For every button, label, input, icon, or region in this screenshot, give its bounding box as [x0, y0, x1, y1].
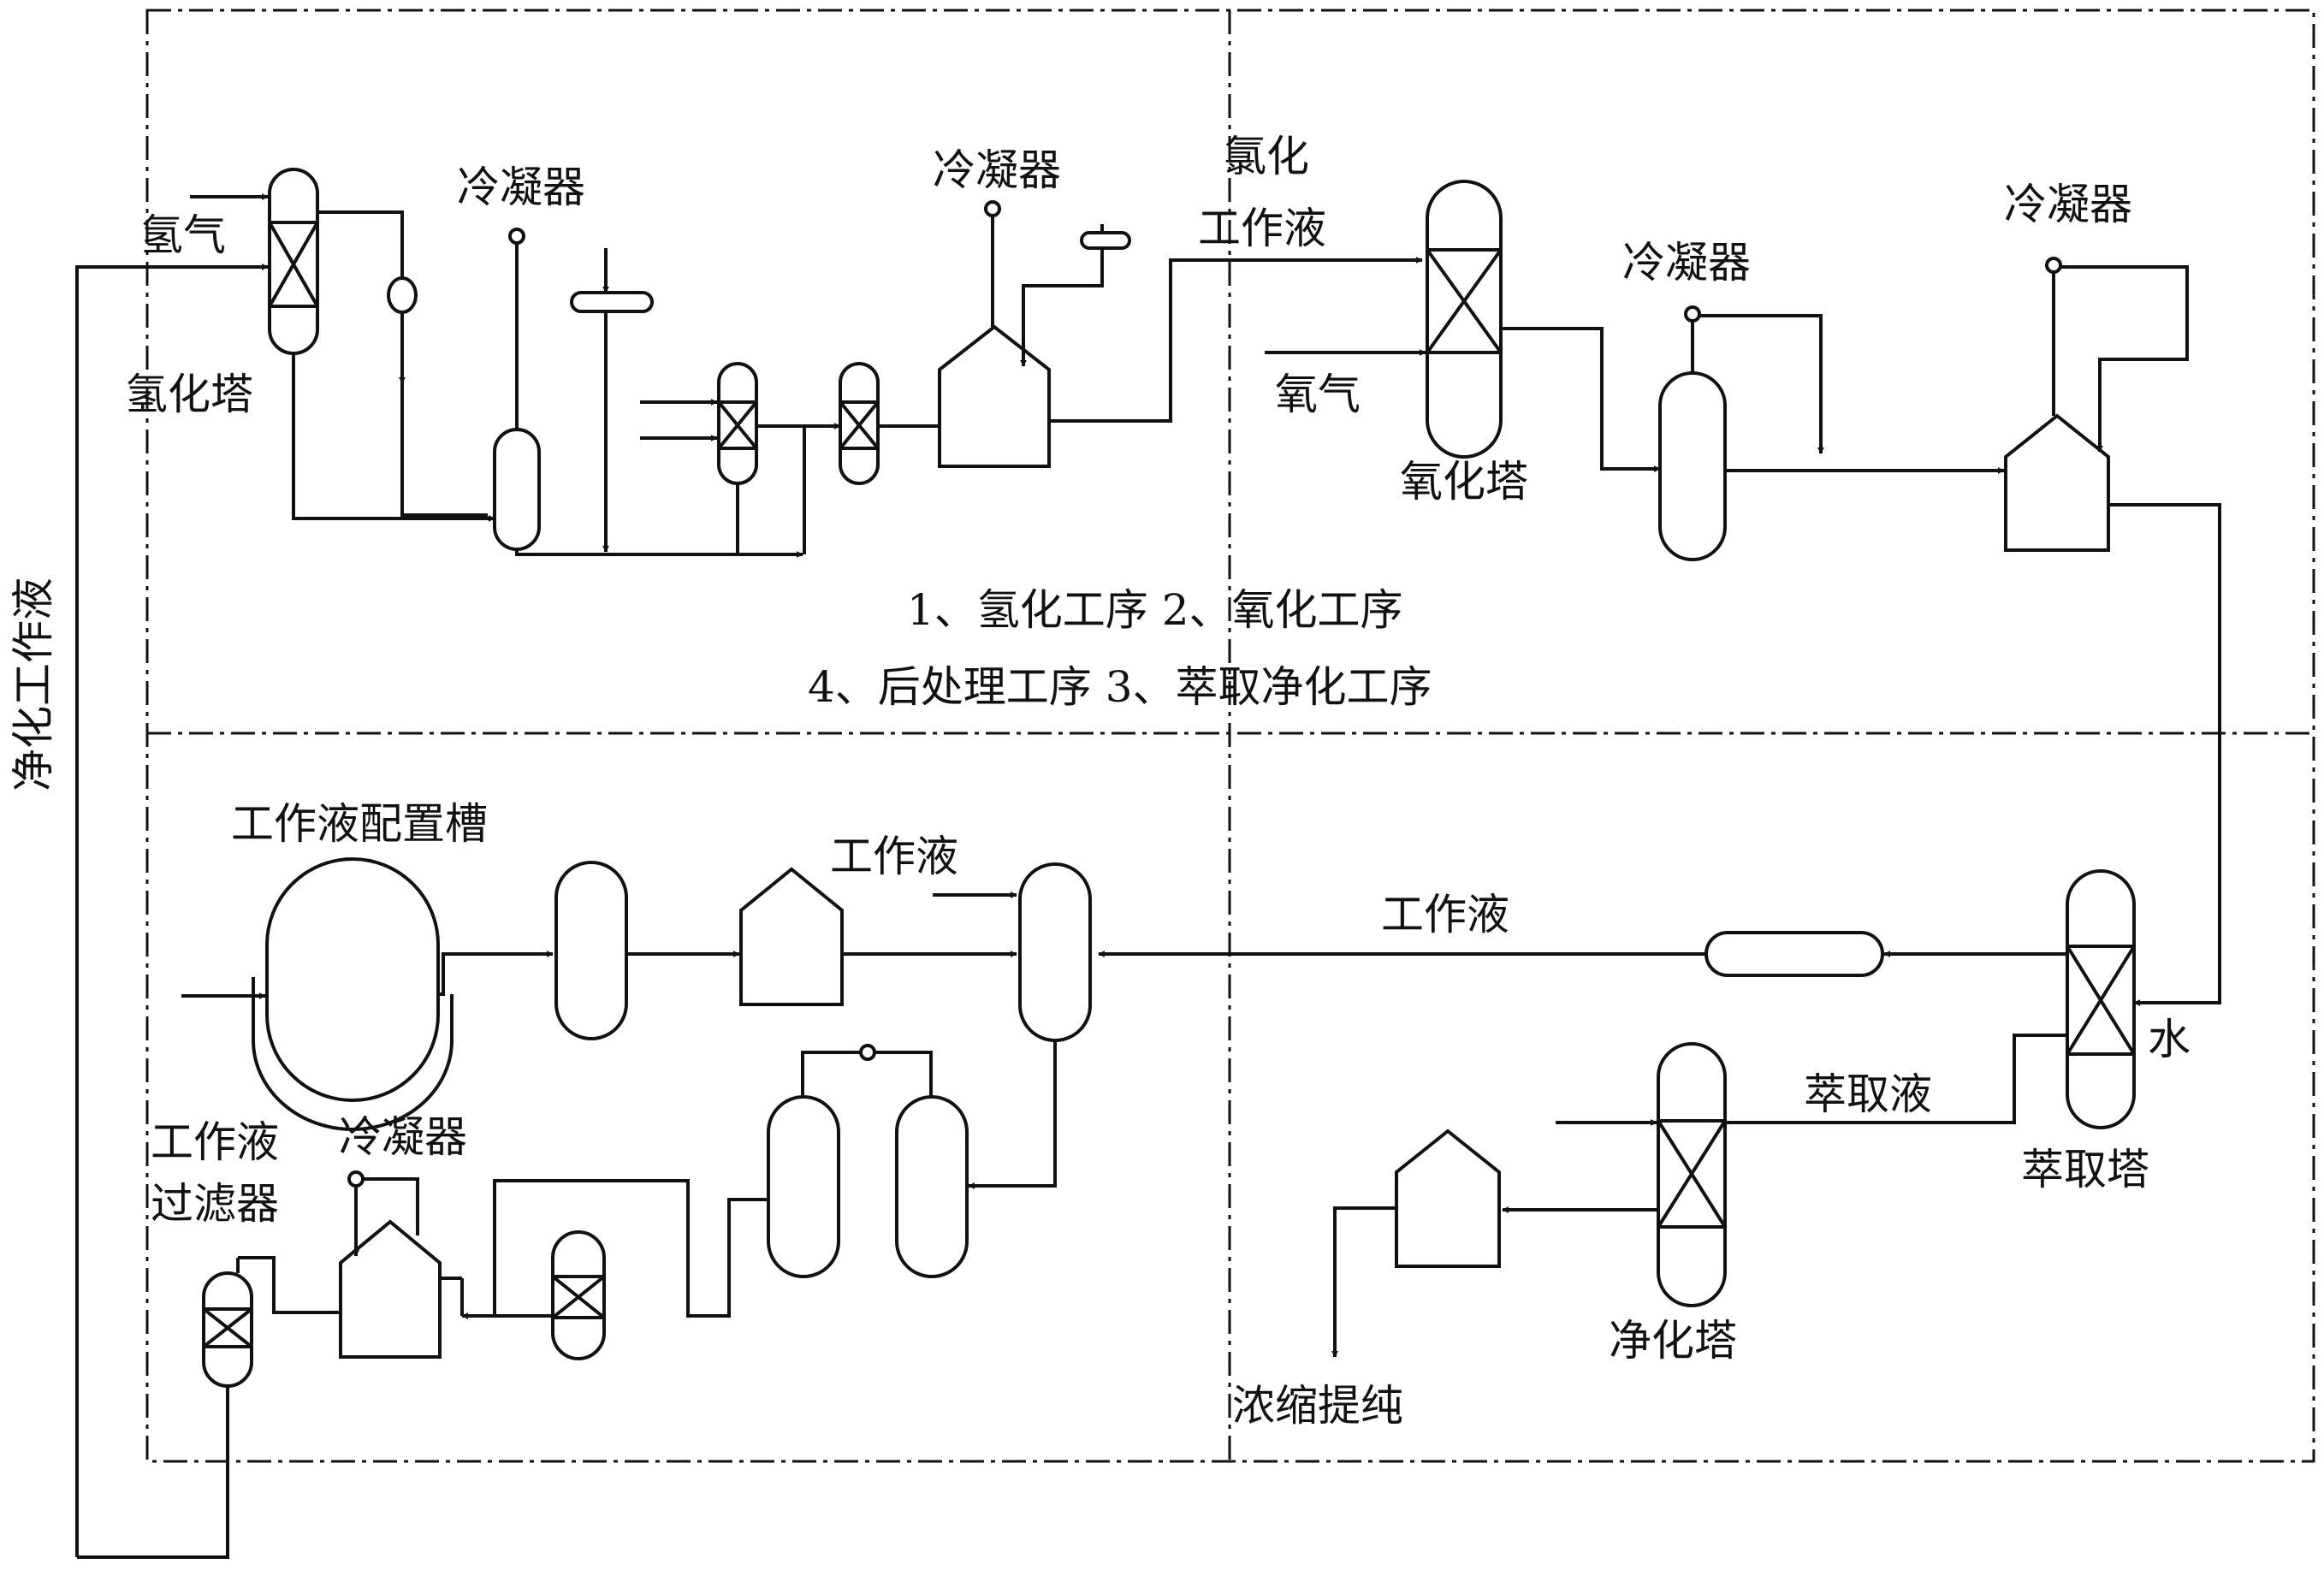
h-condenser-1-valve — [508, 228, 525, 245]
label-legend-2: 4、后处理工序 3、萃取净化工序 — [808, 662, 1432, 712]
post-condenser-valve — [347, 1170, 365, 1188]
label-hydrogen-gas: 氢气 — [140, 210, 226, 260]
o-condenser-2-valve — [2045, 257, 2062, 274]
label-extract-liquid: 萃取液 — [1804, 1069, 1932, 1119]
label-oxidation-tower: 氧化塔 — [1400, 457, 1528, 507]
h-condenser-2 — [1080, 231, 1131, 250]
oxidation-tower — [1426, 180, 1503, 459]
section-frames — [145, 9, 2315, 1463]
working-liquid-filter — [202, 1271, 253, 1388]
h-filter-1 — [717, 362, 758, 485]
h-filter-2 — [839, 362, 880, 485]
h-pump — [387, 276, 418, 314]
oxidation-section — [1265, 180, 2221, 1006]
purification-tower — [1657, 1042, 1727, 1307]
label-condenser-1: 冷凝器 — [457, 163, 585, 212]
label-concentrate: 浓缩提纯 — [1232, 1381, 1403, 1431]
label-oxidized-liquid-1: 氯化 — [1224, 132, 1309, 181]
extraction-section — [1098, 869, 2136, 1358]
label-filter-1: 工作液 — [151, 1117, 279, 1167]
post-vessel-pair-left — [767, 1095, 840, 1278]
purified-return-line — [75, 265, 224, 1557]
label-working-liquid-return: 工作液 — [1381, 890, 1509, 939]
label-legend-1: 1、氢化工序 2、氧化工序 — [907, 585, 1403, 635]
hydrogenation-tower — [268, 168, 319, 355]
label-purification-tower: 净化塔 — [1609, 1316, 1737, 1366]
hydrogenation-section — [75, 168, 1423, 1557]
post-tank-2 — [339, 1219, 442, 1359]
h-bottom-header — [515, 549, 803, 558]
label-oxygen-gas: 氧气 — [1275, 370, 1361, 419]
label-oxidized-liquid-2: 工作液 — [1198, 204, 1326, 253]
prep-tank — [252, 857, 454, 1131]
post-vessel-1 — [554, 861, 628, 1040]
post-tank-1 — [739, 867, 844, 1006]
label-condenser-4: 冷凝器 — [2004, 180, 2132, 229]
extract-liquid-line — [1716, 1034, 2067, 1126]
h-tank — [938, 324, 1051, 468]
label-working-liquid-inlet: 工作液 — [830, 832, 958, 881]
post-vessel-pair-right — [895, 1095, 969, 1278]
label-condenser-5: 冷凝器 — [339, 1112, 467, 1162]
label-hydrogenation-tower: 氢化塔 — [125, 370, 253, 419]
h-tower-bottom-line — [292, 353, 495, 522]
label-filter-2: 过滤器 — [151, 1179, 279, 1229]
label-extraction-tower: 萃取塔 — [2021, 1145, 2149, 1194]
p-tank — [1395, 1129, 1501, 1268]
h-condenser-2-valve — [984, 200, 1001, 217]
label-purified-working-liquid: 净化工作液 — [9, 578, 58, 791]
h-separator-1 — [493, 428, 541, 551]
label-condenser-3: 冷凝器 — [1622, 238, 1751, 287]
label-prep-tank: 工作液配置槽 — [231, 799, 488, 849]
o-separator — [1658, 371, 1727, 561]
concentrate-line — [1331, 1206, 1396, 1358]
extraction-tower — [2066, 869, 2136, 1129]
label-water: 水 — [2148, 1015, 2191, 1064]
h-condenser-1 — [570, 291, 654, 313]
post-filter — [551, 1230, 606, 1360]
o-outlet-line — [2108, 503, 2221, 1006]
label-condenser-2: 冷凝器 — [933, 145, 1061, 195]
post-treatment-section — [77, 857, 1092, 1559]
post-pair-valve — [859, 1044, 876, 1061]
o-tank — [2004, 413, 2110, 552]
return-cooler — [1704, 931, 1884, 977]
post-separator — [1018, 862, 1092, 1042]
oxidized-liquid-line — [1049, 257, 1423, 423]
o-condenser-1-valve — [1684, 305, 1701, 323]
labels: 氢气 氢化塔 冷凝器 冷凝器 氯化 工作液 氧气 氧化塔 冷凝器 冷凝器 1、氢… — [9, 132, 2191, 1431]
purified-outlet-line — [77, 1386, 229, 1559]
